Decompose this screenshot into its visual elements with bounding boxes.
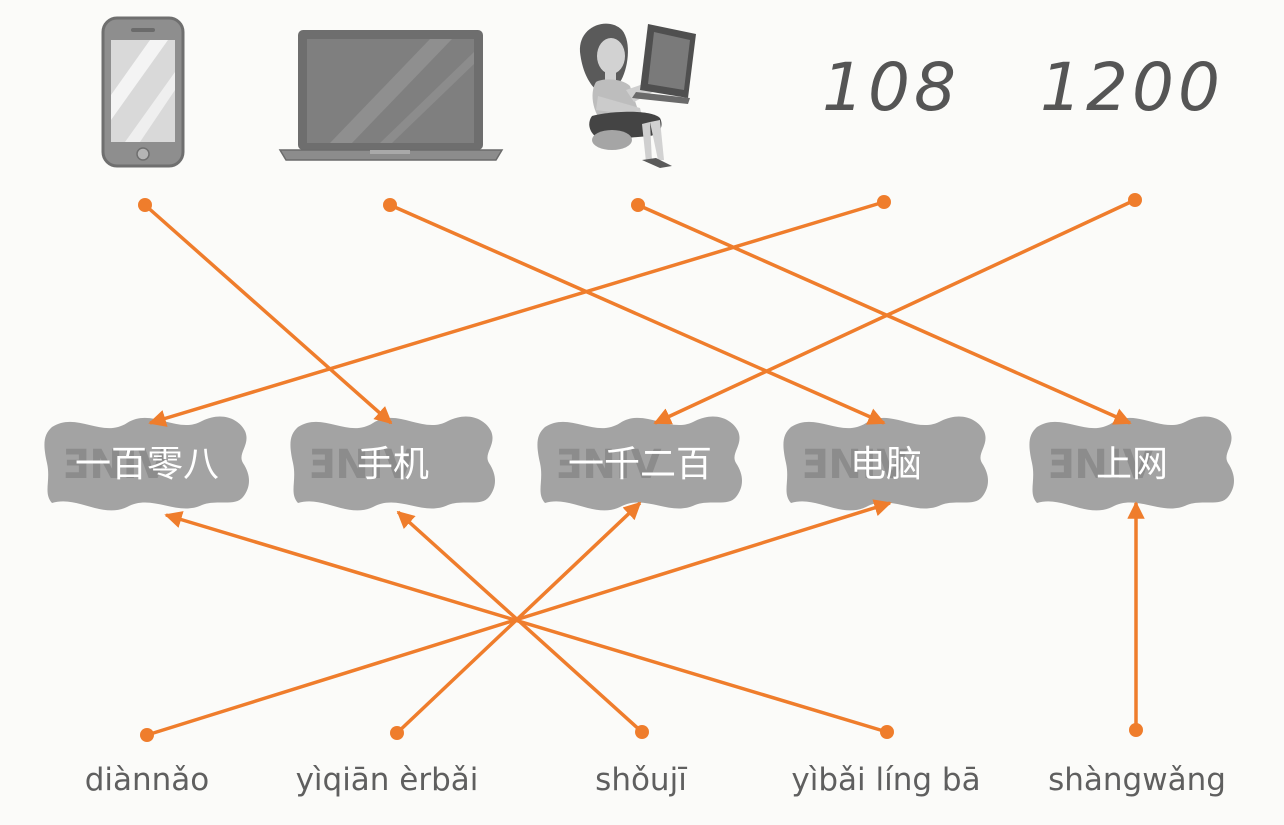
svg-text:ƎNIV: ƎNIV	[555, 442, 662, 488]
badge-label: 一千二百	[568, 444, 712, 485]
badge-shangwang[interactable]: ƎNIV 上网	[1029, 416, 1234, 511]
badge-label: 手机	[357, 444, 429, 485]
line-yiqianerbai-pinyin	[395, 501, 642, 735]
dot-1200[interactable]	[1128, 193, 1142, 207]
dot-108[interactable]	[877, 195, 891, 209]
svg-text:ƎNIV: ƎNIV	[801, 442, 908, 488]
line-woman-to-shangwang	[637, 203, 1132, 425]
line-1200-to-yiqianerbai	[653, 198, 1136, 425]
number-108: 108	[822, 49, 960, 126]
pinyin-label-yibai-ling-ba: yìbǎi líng bā	[791, 762, 980, 798]
svg-text:ƎNIV: ƎNIV	[308, 442, 415, 488]
badge-label: 电脑	[850, 444, 922, 485]
badge-label: 一百零八	[75, 444, 219, 485]
badge-label: 上网	[1096, 444, 1168, 485]
badge-yiqian-erbai[interactable]: ƎNIV 一千二百	[537, 416, 742, 511]
laptop-icon	[278, 30, 504, 161]
pinyin-label-diannao: diànnǎo	[85, 762, 210, 798]
pinyin-label-shangwang: shàngwǎng	[1048, 762, 1226, 798]
svg-text:ƎNIV: ƎNIV	[1047, 442, 1154, 488]
dot-woman[interactable]	[631, 198, 645, 212]
line-108-to-yibailingba	[148, 200, 885, 427]
badge-diannao[interactable]: ƎNIV 电脑	[783, 416, 988, 511]
number-1200: 1200	[1040, 49, 1224, 126]
line-start-dots	[138, 193, 1143, 742]
woman-using-laptop-icon	[579, 23, 696, 168]
dot-diannao[interactable]	[140, 728, 154, 742]
dot-laptop[interactable]	[383, 198, 397, 212]
dot-shouji[interactable]	[635, 725, 649, 739]
badge-yibai-ling-ba[interactable]: ƎNIV 一百零八	[44, 416, 249, 511]
badge-row: ƎNIV 一百零八 ƎNIV 手机 ƎNIV 一千二百 ƎNIV 电脑 ƎNIV…	[44, 416, 1234, 511]
pinyin-row: diànnǎo yìqiān èrbǎi shǒujī yìbǎi líng b…	[85, 762, 1226, 798]
badge-shouji[interactable]: ƎNIV 手机	[290, 416, 495, 511]
answer-lines	[143, 198, 1145, 737]
smartphone-icon	[101, 16, 185, 168]
pinyin-label-yiqian-erbai: yìqiān èrbǎi	[296, 762, 479, 798]
pinyin-label-shouji: shǒujī	[595, 762, 687, 798]
line-smartphone-to-shouji	[143, 203, 393, 425]
line-laptop-to-diannao	[389, 203, 886, 425]
dot-shangwang[interactable]	[1129, 723, 1143, 737]
dot-yibailingba[interactable]	[880, 725, 894, 739]
dot-smartphone[interactable]	[138, 198, 152, 212]
svg-text:ƎNIV: ƎNIV	[62, 442, 169, 488]
dot-yiqianerbai[interactable]	[390, 726, 404, 740]
line-yibailingba-pinyin	[164, 511, 888, 734]
